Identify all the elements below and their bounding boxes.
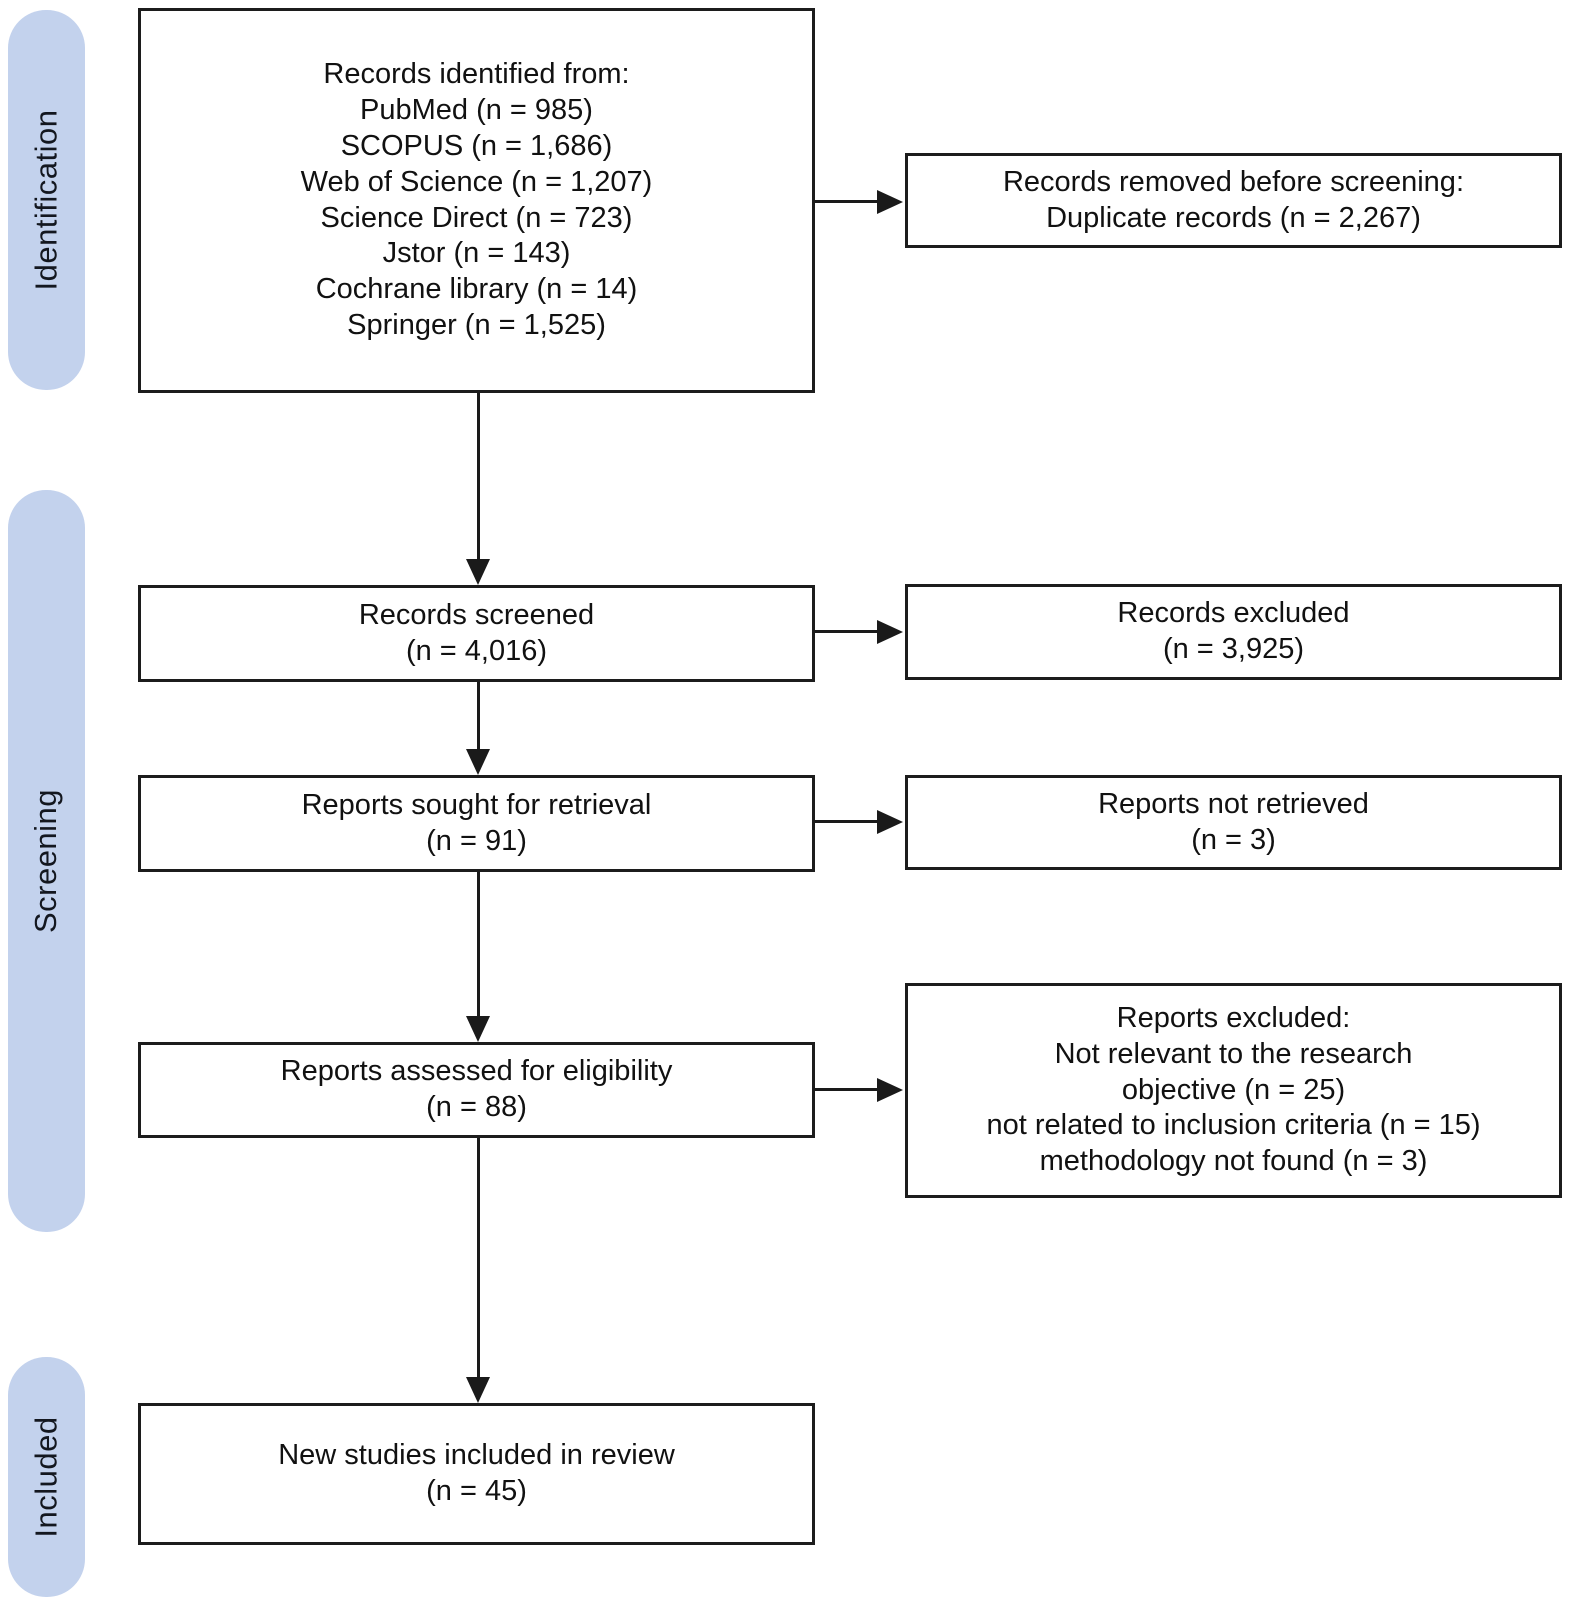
stage-pill-included: Included xyxy=(8,1357,85,1597)
arrowhead-identified-to-removed xyxy=(877,190,903,214)
stage-pill-identification: Identification xyxy=(8,10,85,390)
box-reports-sought: Reports sought for retrieval (n = 91) xyxy=(138,775,815,872)
records-identified-sources: PubMed (n = 985) SCOPUS (n = 1,686) Web … xyxy=(300,93,653,342)
arrow-line-sought-to-not-retrieved xyxy=(815,820,879,823)
box-new-studies-included: New studies included in review (n = 45) xyxy=(138,1403,815,1545)
stage-label-identification: Identification xyxy=(28,109,64,291)
box-reports-excluded: Reports excluded: Not relevant to the re… xyxy=(905,983,1562,1198)
arrowhead-sought-to-not-retrieved xyxy=(877,810,903,834)
new-studies-included-text: New studies included in review (n = 45) xyxy=(278,1439,675,1507)
arrowhead-assessed-to-included xyxy=(466,1377,490,1403)
arrow-line-assessed-to-reports-excluded xyxy=(815,1088,879,1091)
records-identified-title: Records identified from: xyxy=(323,57,630,90)
stage-label-screening: Screening xyxy=(28,788,64,934)
arrow-line-assessed-to-included xyxy=(477,1138,480,1379)
stage-pill-screening: Screening xyxy=(8,490,85,1232)
reports-excluded-text: Reports excluded: Not relevant to the re… xyxy=(986,1001,1481,1178)
reports-sought-text: Reports sought for retrieval (n = 91) xyxy=(301,788,652,857)
records-screened-text: Records screened (n = 4,016) xyxy=(358,598,595,667)
arrow-line-identified-to-removed xyxy=(815,200,879,203)
stage-label-included: Included xyxy=(28,1416,64,1538)
box-reports-not-retrieved: Reports not retrieved (n = 3) xyxy=(905,775,1562,870)
arrowhead-identified-to-screened xyxy=(466,559,490,585)
box-records-removed: Records removed before screening: Duplic… xyxy=(905,153,1562,248)
arrow-line-sought-to-assessed xyxy=(477,872,480,1018)
arrowhead-assessed-to-reports-excluded xyxy=(877,1078,903,1102)
records-removed-text: Records removed before screening: Duplic… xyxy=(1002,165,1464,234)
box-records-screened: Records screened (n = 4,016) xyxy=(138,585,815,682)
box-records-identified: Records identified from: PubMed (n = 985… xyxy=(138,8,815,393)
arrow-line-identified-to-screened xyxy=(477,393,480,561)
arrow-line-screened-to-sought xyxy=(477,682,480,751)
reports-assessed-text: Reports assessed for eligibility (n = 88… xyxy=(280,1055,673,1123)
reports-not-retrieved-text: Reports not retrieved (n = 3) xyxy=(1098,787,1369,856)
arrowhead-sought-to-assessed xyxy=(466,1016,490,1042)
box-records-excluded: Records excluded (n = 3,925) xyxy=(905,584,1562,680)
arrowhead-screened-to-sought xyxy=(466,749,490,775)
records-excluded-text: Records excluded (n = 3,925) xyxy=(1117,597,1350,665)
box-reports-assessed: Reports assessed for eligibility (n = 88… xyxy=(138,1042,815,1138)
arrowhead-screened-to-excluded xyxy=(877,620,903,644)
arrow-line-screened-to-excluded xyxy=(815,630,879,633)
